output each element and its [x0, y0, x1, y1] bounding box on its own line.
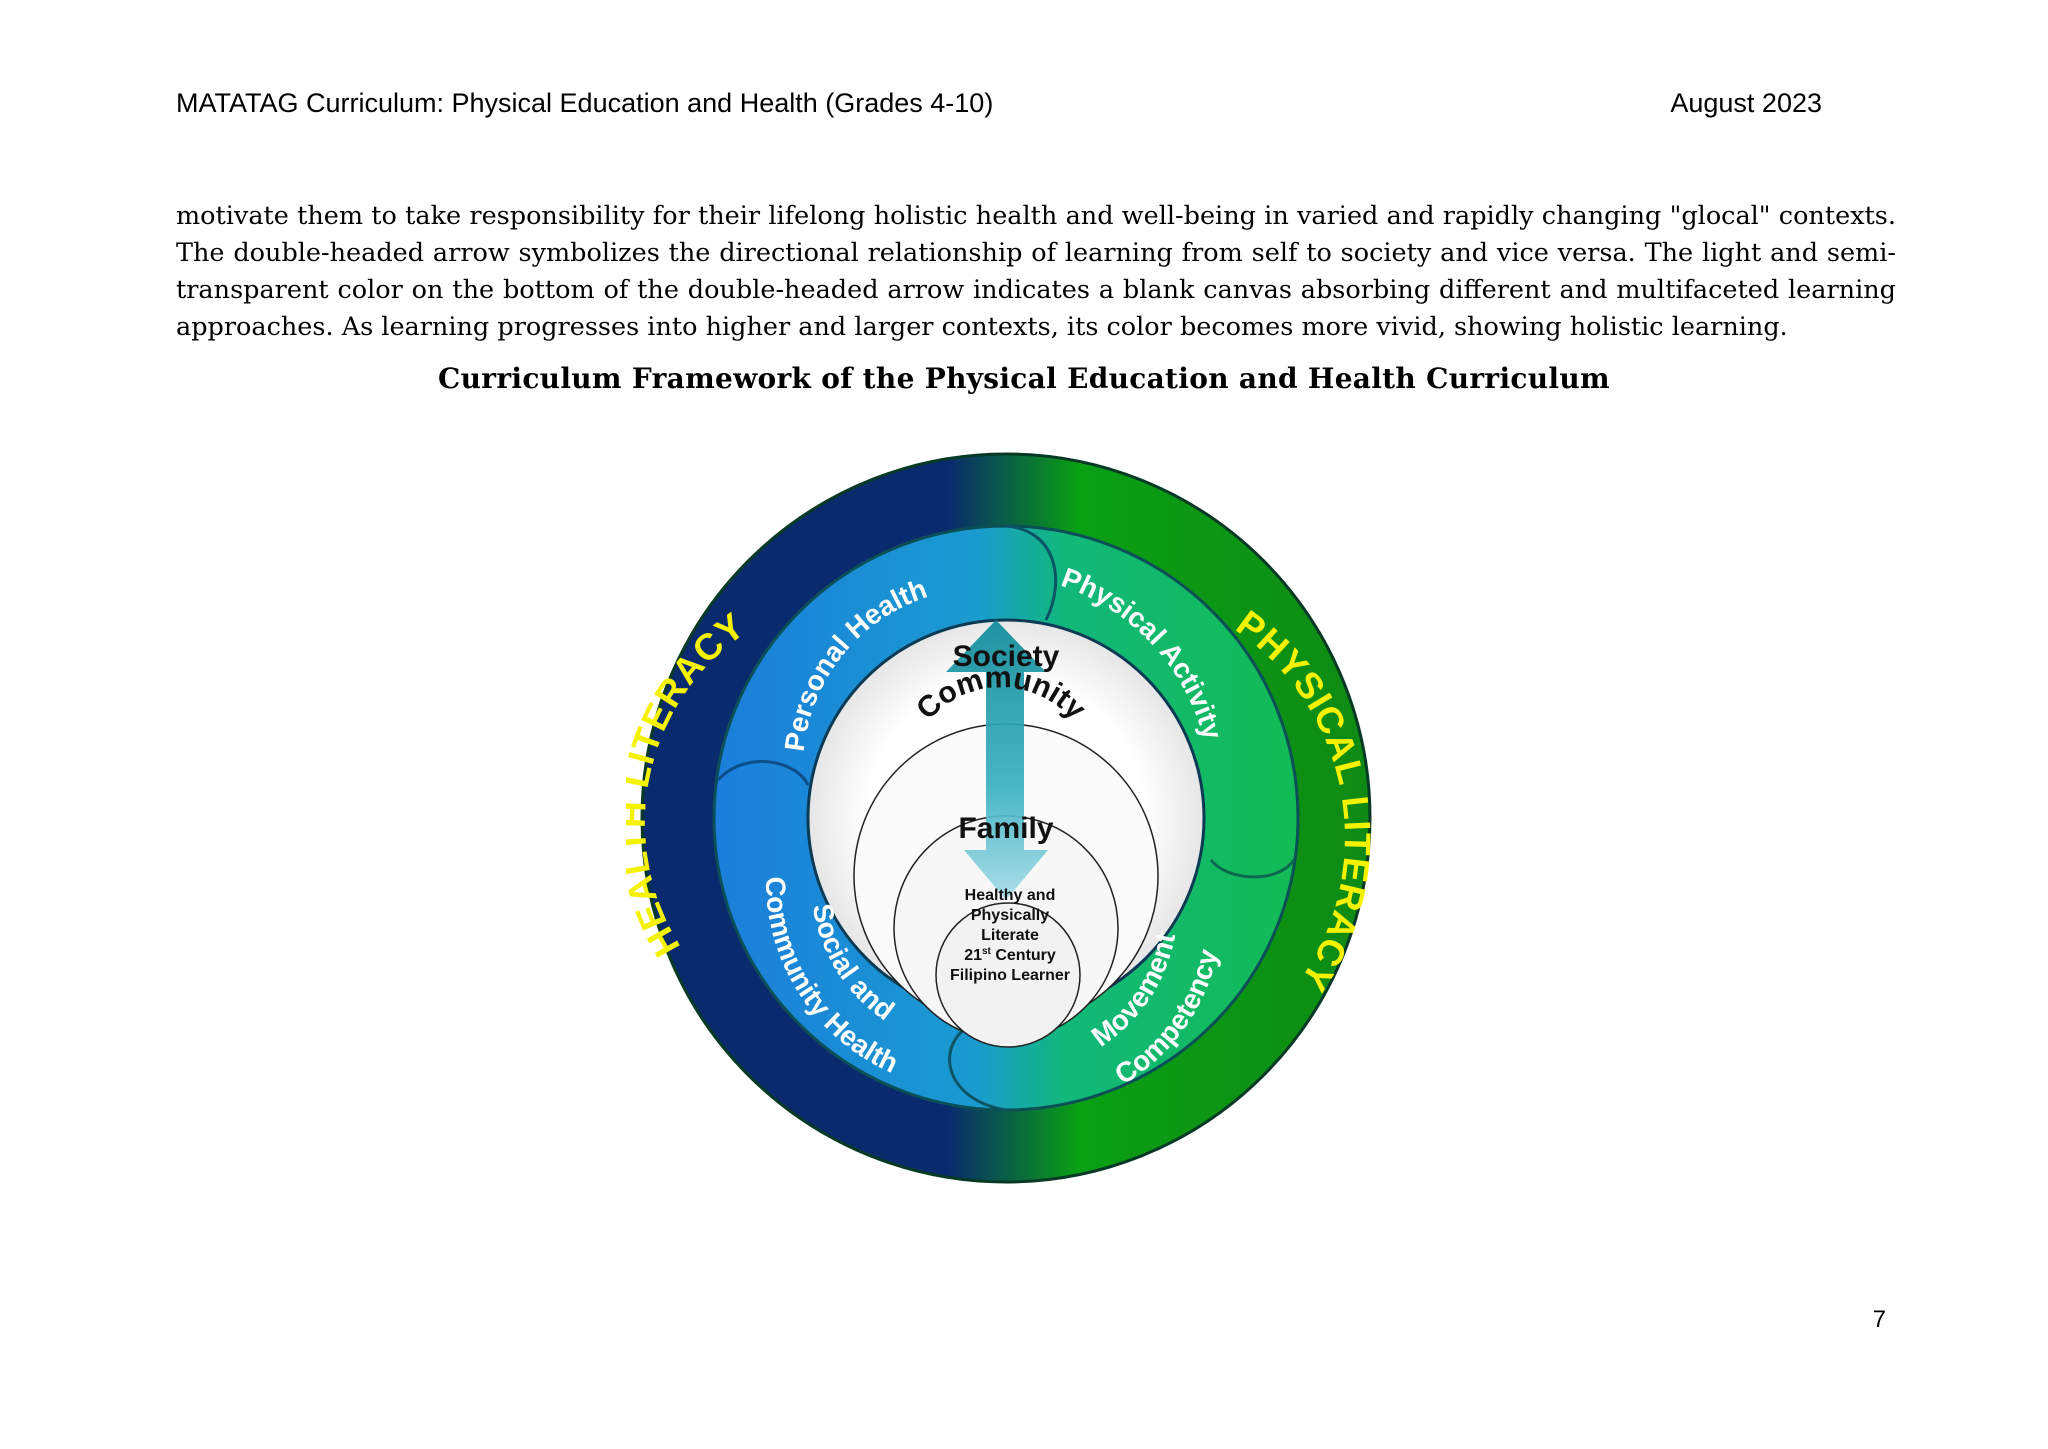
page-header: MATATAG Curriculum: Physical Education a… [176, 88, 1822, 119]
curriculum-framework-diagram: HEALTH LITERACY PHYSICAL LITERACY Person… [626, 452, 1377, 1184]
header-title: MATATAG Curriculum: Physical Education a… [176, 88, 994, 118]
family-label: Family [958, 812, 1053, 845]
double-headed-arrow [946, 620, 1048, 900]
segment-divider-top [1005, 524, 1058, 621]
segment-divider-left [716, 760, 810, 786]
society-label: Society [953, 640, 1060, 673]
learner-label-line3: Literate [981, 927, 1039, 944]
page-number: 7 [1872, 1306, 1886, 1333]
learner-circle [935, 902, 1081, 1048]
learner-label-line1: Healthy and [965, 887, 1056, 904]
segment-divider-bottom [948, 1026, 1007, 1112]
body-paragraph: motivate them to take responsibility for… [176, 200, 1896, 342]
learner-label-line2: Physically [971, 907, 1049, 924]
figure-title: Curriculum Framework of the Physical Edu… [438, 362, 1610, 395]
learner-label-line5: Filipino Learner [950, 967, 1070, 984]
header-date: August 2023 [1670, 88, 1822, 118]
segment-divider-right [1209, 859, 1296, 879]
learner-label-line4: 21st Century [964, 946, 1056, 964]
